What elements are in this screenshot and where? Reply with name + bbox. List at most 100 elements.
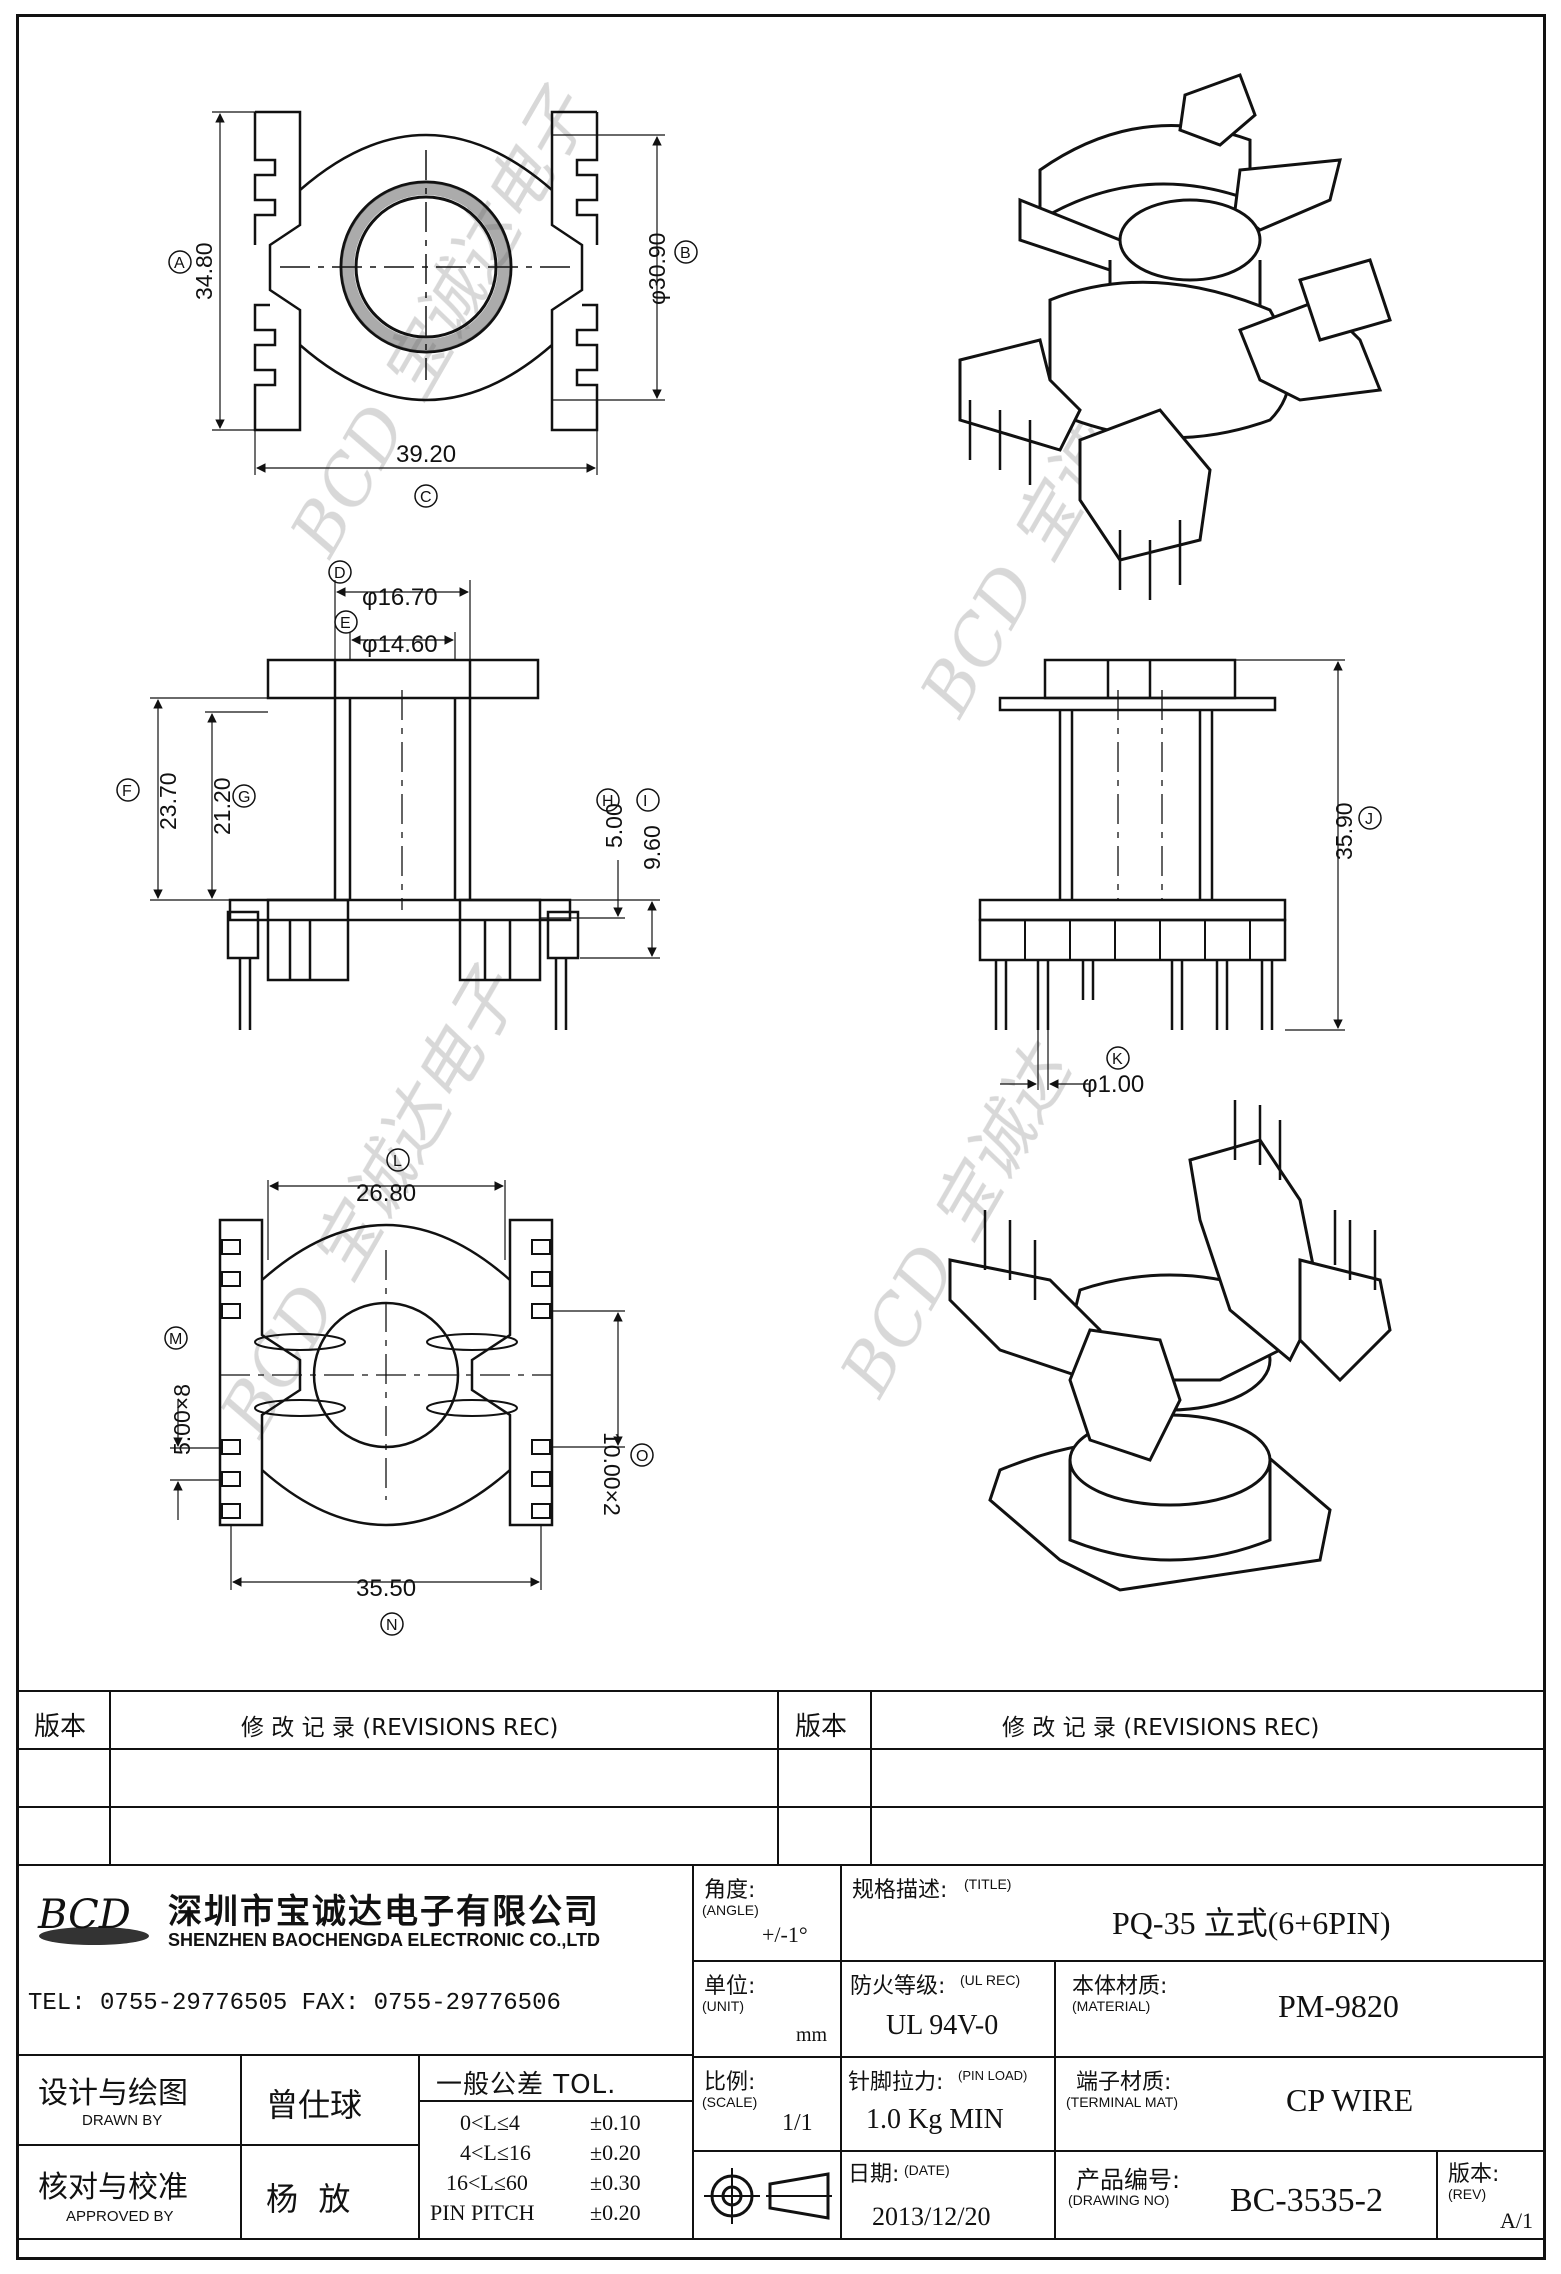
rev-rec-label: 修 改 记 录 (REVISIONS REC) [241,1715,559,1741]
side-view-labels: 35.90 J K φ1.00 [1082,802,1382,1098]
angle-value: +/-1° [762,1922,808,1947]
pinload-label: 针脚拉力: [848,2070,944,2095]
unit-label: 单位: [704,1974,756,1999]
rev-row [870,1806,1546,1866]
approved-name-cell: 杨 放 [240,2144,420,2240]
unit-en: (UNIT) [702,1998,744,2014]
front-view [150,580,660,1030]
drawn-name: 曾仕球 [266,2086,363,2124]
rev-value: A/1 [1500,2208,1533,2233]
date-cell: 日期: (DATE) 2013/12/20 [840,2150,1056,2240]
dim-n-value: 35.50 [356,1575,416,1602]
dim-m-value: 5.00×8 [169,1384,195,1455]
front-view-labels: D φ16.70 E φ14.60 F 23.70 G 21.20 H 5.00… [116,560,665,870]
title-value: PQ-35 立式(6+6PIN) [1112,1905,1391,1941]
dim-j-value: 35.90 [1331,802,1357,860]
rev-rec-header-right: 修 改 记 录 (REVISIONS REC) [870,1690,1546,1750]
dim-a-letter: A [174,255,185,272]
rev-ver-label: 版本 [34,1712,87,1742]
rev-row [16,1806,111,1866]
rev-row [16,1748,111,1808]
date-value: 2013/12/20 [872,2202,991,2231]
dim-l-value: 26.80 [356,1180,416,1207]
rev-ver-label: 版本 [795,1712,848,1742]
dim-l-letter: L [393,1153,402,1170]
scale-value: 1/1 [782,2110,813,2136]
drawn-en: DRAWN BY [82,2112,163,2129]
side-view [978,658,1345,1090]
top-view [212,110,665,475]
company-tel-fax: TEL: 0755-29776505 FAX: 0755-29776506 [28,1990,561,2017]
terminal-value: CP WIRE [1286,2082,1414,2118]
tol-range: 0<L≤4 [460,2110,520,2135]
isometric-view-bottom [948,1100,1392,1592]
unit-value: mm [796,2024,828,2046]
tol-range: 16<L≤60 [446,2170,528,2195]
ul-label: 防火等级: [850,1974,946,1999]
company-name-cn: 深圳市宝诚达电子有限公司 [168,1892,600,1932]
approved-name: 杨 放 [266,2180,351,2218]
material-en: (MATERIAL) [1072,1998,1151,2014]
rev-row [777,1806,872,1866]
projection-cell [692,2150,842,2240]
pinload-cell: 针脚拉力: (PIN LOAD) 1.0 Kg MIN [840,2056,1056,2152]
scale-cell: 比例: (SCALE) 1/1 [692,2056,842,2152]
drawing-no-value: BC-3535-2 [1230,2182,1383,2219]
dim-m-letter: M [169,1331,182,1348]
title-label: 规格描述: [852,1878,948,1903]
material-label: 本体材质: [1072,1974,1168,1999]
unit-cell: 单位: (UNIT) mm [692,1960,842,2058]
rev-rec-label: 修 改 记 录 (REVISIONS REC) [1002,1715,1320,1741]
rev-en: (REV) [1448,2186,1487,2202]
material-cell: 本体材质: (MATERIAL) PM-9820 [1054,1960,1546,2058]
drawn-name-cell: 曾仕球 [240,2054,420,2146]
drawing-no-cell: 产品编号: (DRAWING NO) BC-3535-2 [1054,2150,1438,2240]
approved-label: 核对与校准 [38,2170,188,2205]
angle-cell: 角度: (ANGLE) +/-1° [692,1864,842,1962]
dim-e-letter: E [340,615,351,632]
dim-g-letter: G [238,789,250,806]
rev-ver-header-left: 版本 [16,1690,111,1750]
rev-row [109,1748,779,1808]
dim-n-letter: N [386,1617,398,1634]
rev-row [109,1806,779,1866]
approved-en: APPROVED BY [66,2208,174,2225]
dim-d-letter: D [334,565,346,582]
title-cell: 规格描述: (TITLE) PQ-35 立式(6+6PIN) [840,1864,1546,1962]
rev-row [870,1748,1546,1808]
dim-f-value: 23.70 [155,772,181,830]
tolerance-table: 0<L≤4 ±0.10 4<L≤16 ±0.20 16<L≤60 ±0.30 P… [418,2100,694,2240]
title-block: 版本 修 改 记 录 (REVISIONS REC) 版本 修 改 记 录 (R… [16,1690,1546,2260]
rev-cell: 版本: (REV) A/1 [1436,2150,1546,2240]
drawn-label: 设计与绘图 [38,2076,188,2111]
tol-range: 4<L≤16 [460,2140,531,2165]
scale-label: 比例: [704,2070,756,2095]
dim-h-value: 5.00 [601,803,627,848]
company-logo: BCD [37,1892,149,1945]
terminal-en: (TERMINAL MAT) [1066,2094,1178,2110]
tol-value: ±0.10 [590,2110,641,2135]
top-view-labels: A 34.80 B φ30.90 39.20 C [168,233,698,508]
watermark: BCD 宝诚达电子 BCD 宝诚达电子 BCD 宝诚达电子 BCD 宝诚达 [205,76,1236,1451]
watermark-text: BCD 宝诚达电子 [275,76,606,571]
dim-k-letter: K [1112,1051,1123,1068]
drawn-label-cell: 设计与绘图 DRAWN BY [16,2054,242,2146]
drawing-sheet-border [16,14,1546,2260]
dim-b-letter: B [680,245,691,262]
technical-drawings: BCD 宝诚达电子 BCD 宝诚达电子 BCD 宝诚达电子 BCD 宝诚达 A … [116,73,1392,1636]
tol-range: PIN PITCH [430,2200,535,2225]
tol-value: ±0.20 [590,2140,641,2165]
rev-label: 版本: [1448,2162,1500,2187]
dim-j-letter: J [1365,811,1373,828]
dim-o-letter: O [636,1448,648,1465]
approved-label-cell: 核对与校准 APPROVED BY [16,2144,242,2240]
dim-d-value: φ16.70 [362,584,438,611]
angle-label: 角度: [704,1878,756,1903]
dim-i-value: 9.60 [639,825,665,870]
rev-ver-header-right: 版本 [777,1690,872,1750]
dim-a-value: 34.80 [191,242,217,300]
drawing-no-label: 产品编号: [1076,2166,1181,2194]
ul-value: UL 94V-0 [886,2010,999,2041]
title-en: (TITLE) [964,1876,1012,1892]
terminal-cell: 端子材质: (TERMINAL MAT) CP WIRE [1054,2056,1546,2152]
